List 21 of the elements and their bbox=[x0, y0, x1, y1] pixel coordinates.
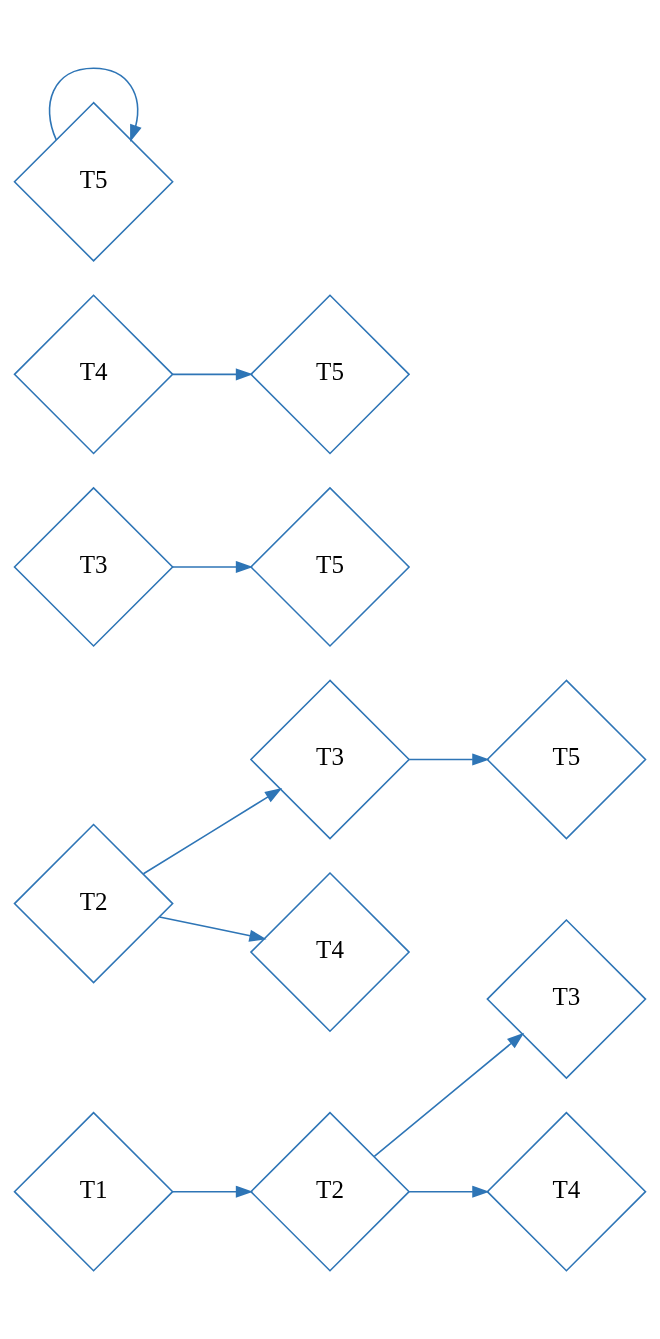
arrow bbox=[48, 67, 142, 143]
arrow bbox=[408, 1185, 490, 1198]
node-diamond: T4 bbox=[13, 294, 174, 455]
arrow bbox=[172, 1185, 254, 1198]
node-diamond: T3 bbox=[13, 486, 174, 648]
node-diamond: T4 bbox=[486, 1111, 647, 1272]
node-diamond: T3 bbox=[249, 679, 411, 840]
arrow bbox=[142, 788, 283, 875]
node-diamond: T1 bbox=[13, 1111, 174, 1272]
node-diamond: T3 bbox=[486, 918, 647, 1080]
node-diamond: T5 bbox=[249, 294, 411, 455]
node-diamond: T2 bbox=[13, 823, 174, 984]
arrow bbox=[172, 368, 254, 381]
arrow bbox=[408, 753, 490, 766]
arrow bbox=[373, 1032, 525, 1158]
node-diamond: T2 bbox=[249, 1111, 411, 1272]
arrow bbox=[158, 916, 267, 942]
node-diamond: T5 bbox=[486, 679, 647, 840]
node-diamond: T5 bbox=[13, 101, 174, 262]
node-diamond: T5 bbox=[249, 486, 411, 648]
arrow bbox=[172, 560, 254, 573]
